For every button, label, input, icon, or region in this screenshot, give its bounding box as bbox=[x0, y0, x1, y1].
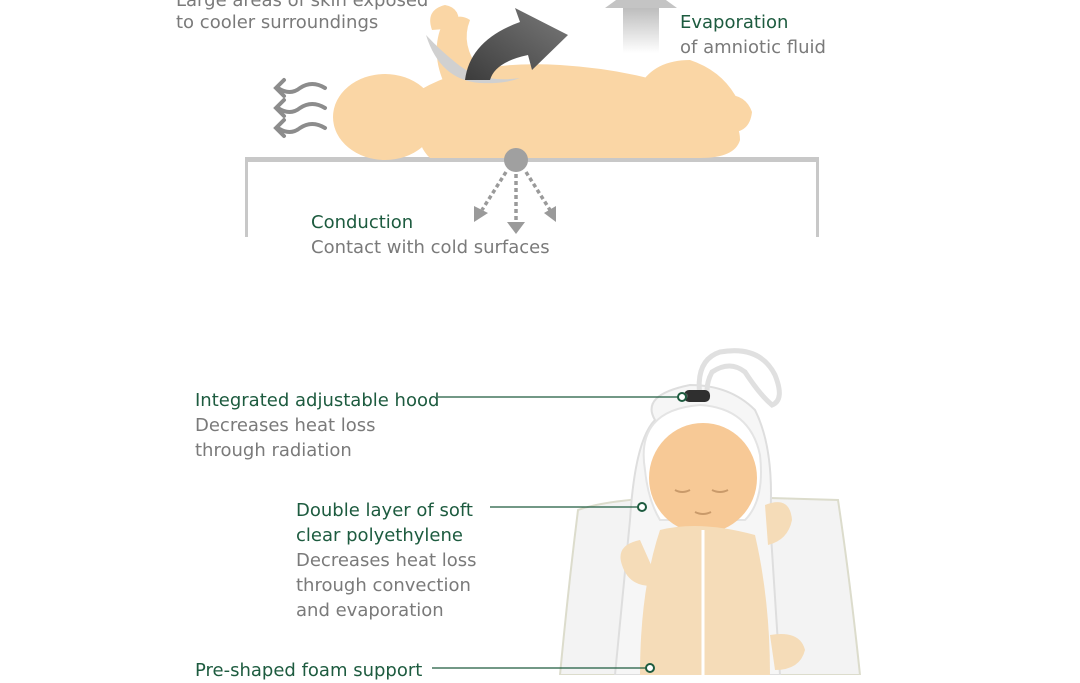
wrapped-newborn bbox=[620, 403, 805, 675]
layer-desc-line-3: and evaporation bbox=[296, 600, 444, 621]
radiation-arrow bbox=[426, 8, 568, 84]
leader-dot-layer bbox=[637, 502, 647, 512]
convection-wavy-arrows bbox=[273, 78, 327, 138]
evaporation-arrow bbox=[605, 0, 677, 53]
layer-title-line-1: Double layer of soft bbox=[296, 500, 473, 521]
table-surface bbox=[245, 157, 819, 237]
layer-title-line-2: clear polyethylene bbox=[296, 525, 463, 546]
layer-desc-line-1: Decreases heat loss bbox=[296, 550, 477, 571]
leader-dot-hood bbox=[677, 392, 687, 402]
hood-title: Integrated adjustable hood bbox=[195, 390, 440, 411]
radiation-desc-line-1: Large areas of skin exposed bbox=[176, 0, 429, 11]
conduction-title: Conduction bbox=[311, 212, 414, 233]
evaporation-desc: of amniotic fluid bbox=[680, 37, 826, 58]
foam-title: Pre-shaped foam support bbox=[195, 660, 423, 681]
leader-dot-foam bbox=[645, 663, 655, 673]
radiation-desc-line-2: to cooler surroundings bbox=[176, 12, 379, 33]
evaporation-title: Evaporation bbox=[680, 12, 789, 33]
hood-desc-line-1: Decreases heat loss bbox=[195, 415, 376, 436]
newborn-lying bbox=[333, 5, 752, 160]
hood-strap bbox=[696, 348, 782, 408]
layer-desc-line-2: through convection bbox=[296, 575, 471, 596]
conduction-desc: Contact with cold surfaces bbox=[311, 237, 550, 258]
hood-desc-line-2: through radiation bbox=[195, 440, 352, 461]
conduction-arrows bbox=[474, 148, 556, 234]
callout-leaders bbox=[432, 392, 687, 673]
